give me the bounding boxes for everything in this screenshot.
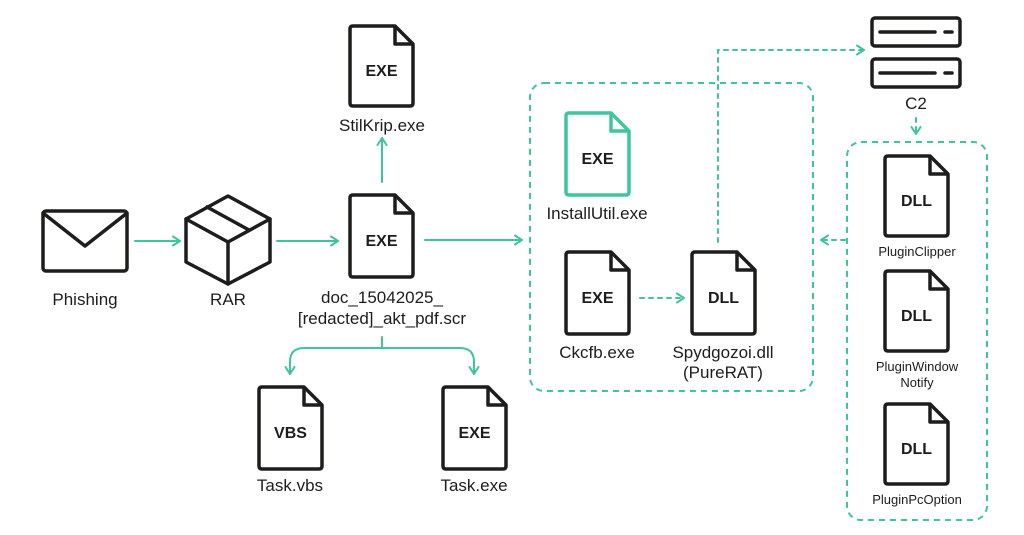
c2-label: C2 xyxy=(905,94,927,113)
task-vbs-file-icon: VBS xyxy=(257,385,324,471)
plugin-pcoption-type-label: DLL xyxy=(901,441,932,458)
plugin-clipper-file-icon: DLL xyxy=(883,154,950,238)
task-vbs-label: Task.vbs xyxy=(256,476,324,495)
spydgozoi-label: Spydgozoi.dll (PureRAT) xyxy=(658,343,788,383)
doc-scr-type-label: EXE xyxy=(365,233,397,250)
ckcfb-type-label: EXE xyxy=(581,290,613,307)
doc-scr-label: doc_15042025_ [redacted]_akt_pdf.scr xyxy=(292,288,472,329)
task-exe-type-label: EXE xyxy=(458,425,490,442)
server-icon xyxy=(870,16,962,89)
task-exe-file-icon: EXE xyxy=(441,385,508,471)
spydgozoi-label-line1: Spydgozoi.dll xyxy=(672,343,774,362)
installutil-type-label: EXE xyxy=(581,151,613,168)
arrow-spydgozoi-to-c2 xyxy=(717,44,865,243)
plugin-pcoption-file-icon: DLL xyxy=(883,402,950,486)
stilkrip-type-label: EXE xyxy=(365,63,397,80)
envelope-icon xyxy=(41,209,129,273)
ckcfb-file-icon: EXE xyxy=(564,250,631,336)
arrow-doc-to-task-vbs xyxy=(284,336,383,375)
task-exe-label: Task.exe xyxy=(440,476,508,495)
installutil-file-icon: EXE xyxy=(564,111,631,197)
stilkrip-file-icon: EXE xyxy=(348,24,415,108)
arrow-doc-to-task-exe xyxy=(381,347,480,375)
plugin-pcoption-label: PluginPcOption xyxy=(872,492,962,507)
plugins-group-frame xyxy=(846,141,988,521)
connectors xyxy=(134,44,922,375)
rar-label: RAR xyxy=(210,290,246,309)
ckcfb-label: Ckcfb.exe xyxy=(559,343,635,362)
task-vbs-type-label: VBS xyxy=(274,425,307,442)
pure-rat-group-frame xyxy=(529,82,814,392)
plugin-clipper-type-label: DLL xyxy=(901,193,932,210)
plugin-clipper-label: PluginClipper xyxy=(878,244,956,259)
plugin-window-label-line1: PluginWindow xyxy=(875,359,959,374)
stilkrip-label: StilKrip.exe xyxy=(339,116,425,135)
doc-scr-file-icon: EXE xyxy=(348,193,415,279)
plugin-window-label-line2: Notify xyxy=(900,375,934,390)
spydgozoi-file-icon: DLL xyxy=(690,250,757,336)
phishing-label: Phishing xyxy=(52,290,118,309)
plugin-window-type-label: DLL xyxy=(901,308,932,325)
package-box-icon xyxy=(184,194,272,286)
plugin-window-label: PluginWindow Notify xyxy=(852,359,982,391)
spydgozoi-type-label: DLL xyxy=(708,290,739,307)
doc-scr-label-line2: [redacted]_akt_pdf.scr xyxy=(297,309,467,328)
installutil-label: InstallUtil.exe xyxy=(546,204,648,223)
plugin-window-file-icon: DLL xyxy=(883,269,950,353)
spydgozoi-label-line2: (PureRAT) xyxy=(683,363,763,382)
doc-scr-label-line1: doc_15042025_ xyxy=(321,288,443,307)
